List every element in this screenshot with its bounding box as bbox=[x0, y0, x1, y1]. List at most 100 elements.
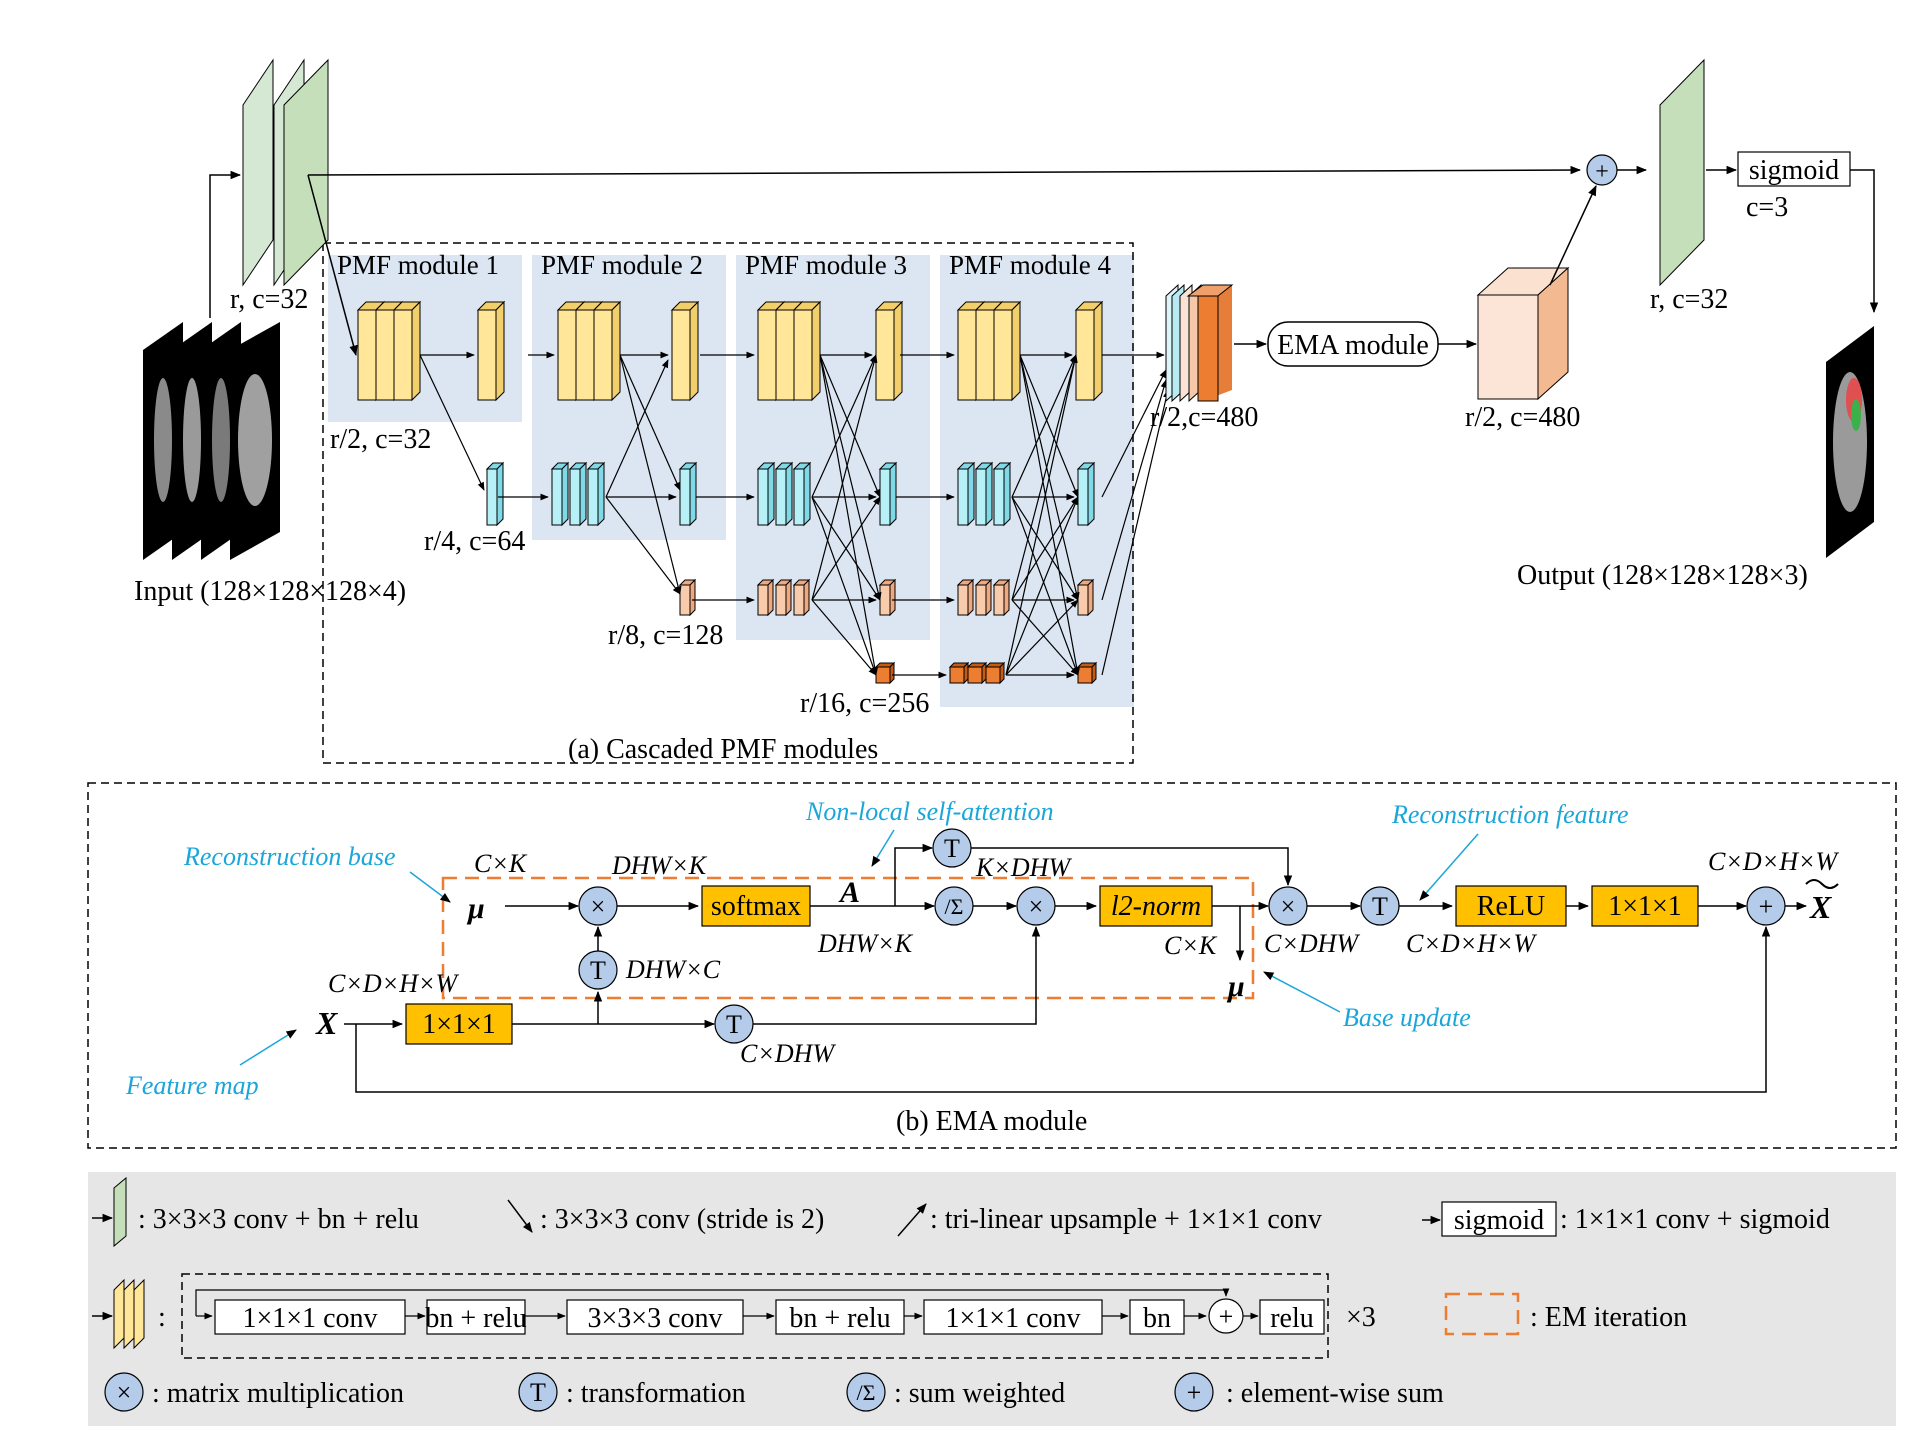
ema-sum-glyph: + bbox=[1759, 892, 1774, 921]
relu-label: ReLU bbox=[1477, 891, 1545, 922]
m4-r16-to-concat bbox=[1101, 389, 1170, 676]
pmf2-r2-out-side bbox=[689, 300, 699, 402]
pmf2-r4-stack-2-face bbox=[587, 468, 599, 526]
pmf3-r4-stack-1 bbox=[774, 461, 794, 527]
pmf3-r8-stack-0-side bbox=[767, 578, 774, 617]
pmf4-r2-stack-2-side bbox=[1011, 300, 1021, 402]
down-arrow-to-pmf1 bbox=[307, 174, 358, 357]
mu-symbol: μ bbox=[466, 892, 485, 925]
legend-block-label-0: 1×1×1 conv bbox=[242, 1303, 377, 1334]
legend-sumw-glyph: /Σ bbox=[857, 1380, 876, 1405]
dim-CDHW-in: C×D×H×W bbox=[328, 969, 460, 998]
pmf3-r2-out-face bbox=[875, 309, 895, 401]
pmf4-r2-out bbox=[1074, 300, 1104, 402]
pmf3-r2-out-side bbox=[893, 300, 903, 402]
pmf2-r4-stack-1 bbox=[568, 461, 588, 527]
dim-CDHW-final: C×D×H×W bbox=[1708, 847, 1840, 876]
pmf2-r2-stack-2-face bbox=[593, 309, 613, 401]
pmf4-r4-out-face bbox=[1077, 468, 1089, 526]
pmf1-r2-stack-1-face bbox=[375, 309, 395, 401]
legend-down-arrow bbox=[507, 1199, 533, 1233]
pmf4-r16-stack-2 bbox=[984, 661, 1006, 685]
input-mri-stack bbox=[143, 322, 280, 560]
channels-label: c=3 bbox=[1746, 192, 1788, 223]
m3-x-1-3 bbox=[811, 496, 877, 676]
pmf4-r4-stack-1 bbox=[974, 461, 994, 527]
legend-block-label-4: 1×1×1 conv bbox=[945, 1303, 1080, 1334]
sum-plus-glyph: + bbox=[1595, 159, 1609, 185]
m4-x-2-1 bbox=[1011, 496, 1079, 601]
pmf3-r4-stack-0-face bbox=[757, 468, 769, 526]
legend-pmf-icon bbox=[113, 1278, 145, 1350]
pmf4-r16-stack-1 bbox=[966, 661, 988, 685]
m4-r8-to-concat bbox=[1101, 379, 1168, 601]
conv111-out-label: 1×1×1 bbox=[1608, 891, 1682, 922]
pmf2-r2-stack-2 bbox=[592, 300, 622, 402]
transform-top-to-matmul3 bbox=[971, 847, 1293, 887]
pmf4-r4-stack-2-face bbox=[993, 468, 1005, 526]
m3-x-0-1 bbox=[819, 354, 881, 498]
softmax-box bbox=[701, 885, 811, 927]
pmf3-r4-out-face bbox=[879, 468, 891, 526]
m3-x-2-3 bbox=[811, 599, 877, 676]
legend-up-arrow bbox=[897, 1203, 927, 1237]
legend-times3: ×3 bbox=[1346, 1302, 1376, 1333]
pmf3-r8-out bbox=[878, 578, 897, 617]
pmf1-r2-stack-2-face bbox=[393, 309, 413, 401]
recon-feature-pointer bbox=[1419, 833, 1479, 901]
m1-down bbox=[419, 354, 485, 491]
legend-block-label-3: bn + relu bbox=[789, 1303, 890, 1334]
pmf-title-3: PMF module 3 bbox=[745, 250, 907, 280]
pmf3-r4-stack-2-side bbox=[803, 461, 811, 527]
recon-base-pointer bbox=[409, 871, 451, 903]
pmf3-r8-stack-2 bbox=[792, 578, 811, 617]
pmf2-r2-stack-0-face bbox=[557, 309, 577, 401]
legend-block-label-1: bn + relu bbox=[425, 1303, 526, 1334]
pmf1-r4-out-face bbox=[486, 468, 498, 526]
pmf4-r4-stack-2-side bbox=[1003, 461, 1011, 527]
sigmoid-label: sigmoid bbox=[1749, 155, 1839, 186]
pmf4-r2-stack-0-face bbox=[957, 309, 977, 401]
pmf1-r2-stack-2 bbox=[392, 300, 422, 402]
legend-down-text: : 3×3×3 conv (stride is 2) bbox=[540, 1204, 824, 1235]
X-tilde: X bbox=[1809, 889, 1832, 925]
pmf-title-1: PMF module 1 bbox=[337, 250, 499, 280]
input-to-encoder-arrow bbox=[209, 170, 242, 318]
ema-out-to-sum-arrow bbox=[1549, 185, 1597, 286]
pmf3-r8-out-face bbox=[879, 584, 891, 616]
conv111-in-box bbox=[405, 1003, 513, 1045]
legend-block-frame bbox=[181, 1273, 1329, 1359]
pmf3-r8-stack-2-face bbox=[793, 584, 805, 616]
legend-block-sum-glyph: + bbox=[1219, 1302, 1234, 1331]
legend-matmul-glyph: × bbox=[117, 1378, 132, 1407]
pmf3-r8-stack-2-side bbox=[803, 578, 810, 617]
scale-label-r8: r/8, c=128 bbox=[608, 620, 723, 651]
l2norm-label: l2-norm bbox=[1111, 891, 1201, 922]
m4-x-2-0 bbox=[1011, 354, 1078, 601]
m3-x-2-1 bbox=[811, 496, 881, 601]
matmul-2-glyph: × bbox=[1029, 892, 1044, 921]
pmf3-r2-stack-2-face bbox=[793, 309, 813, 401]
m4-r4-to-concat bbox=[1101, 369, 1167, 498]
pmf1-r2-out bbox=[476, 300, 506, 402]
pmf4-r8-stack-0-side bbox=[967, 578, 974, 617]
pmf3-r8-out-side bbox=[889, 578, 896, 617]
pmf-title-2: PMF module 2 bbox=[541, 250, 703, 280]
pmf1-r2-out-side bbox=[495, 300, 505, 402]
m3-x-0-2 bbox=[819, 354, 882, 601]
pmf2-r4-out bbox=[678, 461, 698, 527]
pmf3-r4-out-side bbox=[889, 461, 897, 527]
dim-KDHW: K×DHW bbox=[975, 853, 1072, 882]
pmf4-r8-out-side bbox=[1087, 578, 1094, 617]
pmf3-r4-stack-2 bbox=[792, 461, 812, 527]
legend-block-relu-box bbox=[1259, 1299, 1325, 1335]
pmf4-r2-stack-2 bbox=[992, 300, 1022, 402]
legend-block-skip bbox=[195, 1288, 1230, 1316]
m2-x4 bbox=[605, 496, 681, 595]
pmf3-r16-out-face bbox=[875, 666, 891, 684]
pmf2-r8-out-face bbox=[679, 584, 691, 616]
pmf2-r4-stack-0-side bbox=[561, 461, 569, 527]
pmf4-r8-stack-2-side bbox=[1003, 578, 1010, 617]
encoder-green-layers bbox=[242, 58, 329, 287]
